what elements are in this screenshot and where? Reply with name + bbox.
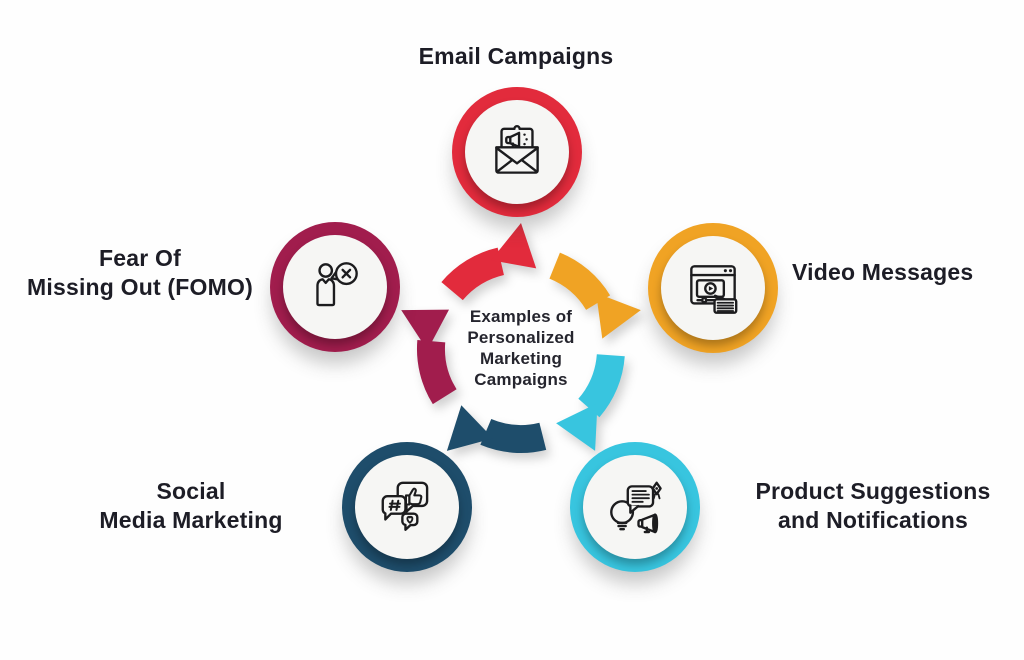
email-megaphone-icon xyxy=(495,125,539,174)
label-product-line1: Product Suggestions xyxy=(755,478,991,504)
cycle-arrowhead-video xyxy=(596,293,641,339)
center-title-line: Examples of xyxy=(469,307,573,326)
label-video-messages: Video Messages xyxy=(792,259,974,285)
person-cancel-icon xyxy=(316,262,358,307)
label-fomo: Fear Of Missing Out (FOMO) xyxy=(8,244,272,302)
center-title-line: Campaigns xyxy=(474,370,568,389)
social-engagement-icon xyxy=(381,481,429,531)
label-fomo-line2: Missing Out (FOMO) xyxy=(27,274,253,300)
cycle-arc-email xyxy=(441,247,505,301)
node-video-messages xyxy=(648,223,778,353)
label-product-line2: and Notifications xyxy=(778,507,968,533)
node-product-inner-circle xyxy=(583,455,687,559)
cycle-arc-video xyxy=(548,252,611,311)
label-email-campaigns: Email Campaigns xyxy=(418,43,614,69)
node-fomo xyxy=(270,222,400,352)
label-social-line2: Media Marketing xyxy=(99,507,283,533)
node-social-inner-circle xyxy=(355,455,459,559)
cycle-arrowhead-social xyxy=(446,405,494,451)
node-fomo-inner-circle xyxy=(283,235,387,339)
label-product-suggestions: Product Suggestions and Notifications xyxy=(722,477,1024,535)
node-email-campaigns xyxy=(452,87,582,217)
cycle-arrowhead-email xyxy=(491,223,537,269)
label-social-line1: Social xyxy=(156,478,226,504)
cycle-arc-product xyxy=(578,353,625,418)
idea-announcement-icon xyxy=(610,481,662,534)
node-video-inner-circle xyxy=(661,236,765,340)
label-fomo-line1: Fear Of xyxy=(99,245,181,271)
center-title-line: Marketing xyxy=(479,349,563,368)
label-social-media: Social Media Marketing xyxy=(61,477,321,535)
cycle-arc-fomo xyxy=(416,340,457,405)
node-product-suggestions xyxy=(570,442,700,572)
center-title-line: Personalized xyxy=(467,328,575,347)
node-email-inner-circle xyxy=(465,100,569,204)
cycle-arc-social xyxy=(480,418,547,454)
node-social-media xyxy=(342,442,472,572)
cycle-arrowhead-fomo xyxy=(401,309,449,351)
cycle-arrowhead-product xyxy=(556,403,598,451)
video-message-icon xyxy=(690,265,738,314)
center-title: Examples of Personalized Marketing Campa… xyxy=(436,306,606,390)
